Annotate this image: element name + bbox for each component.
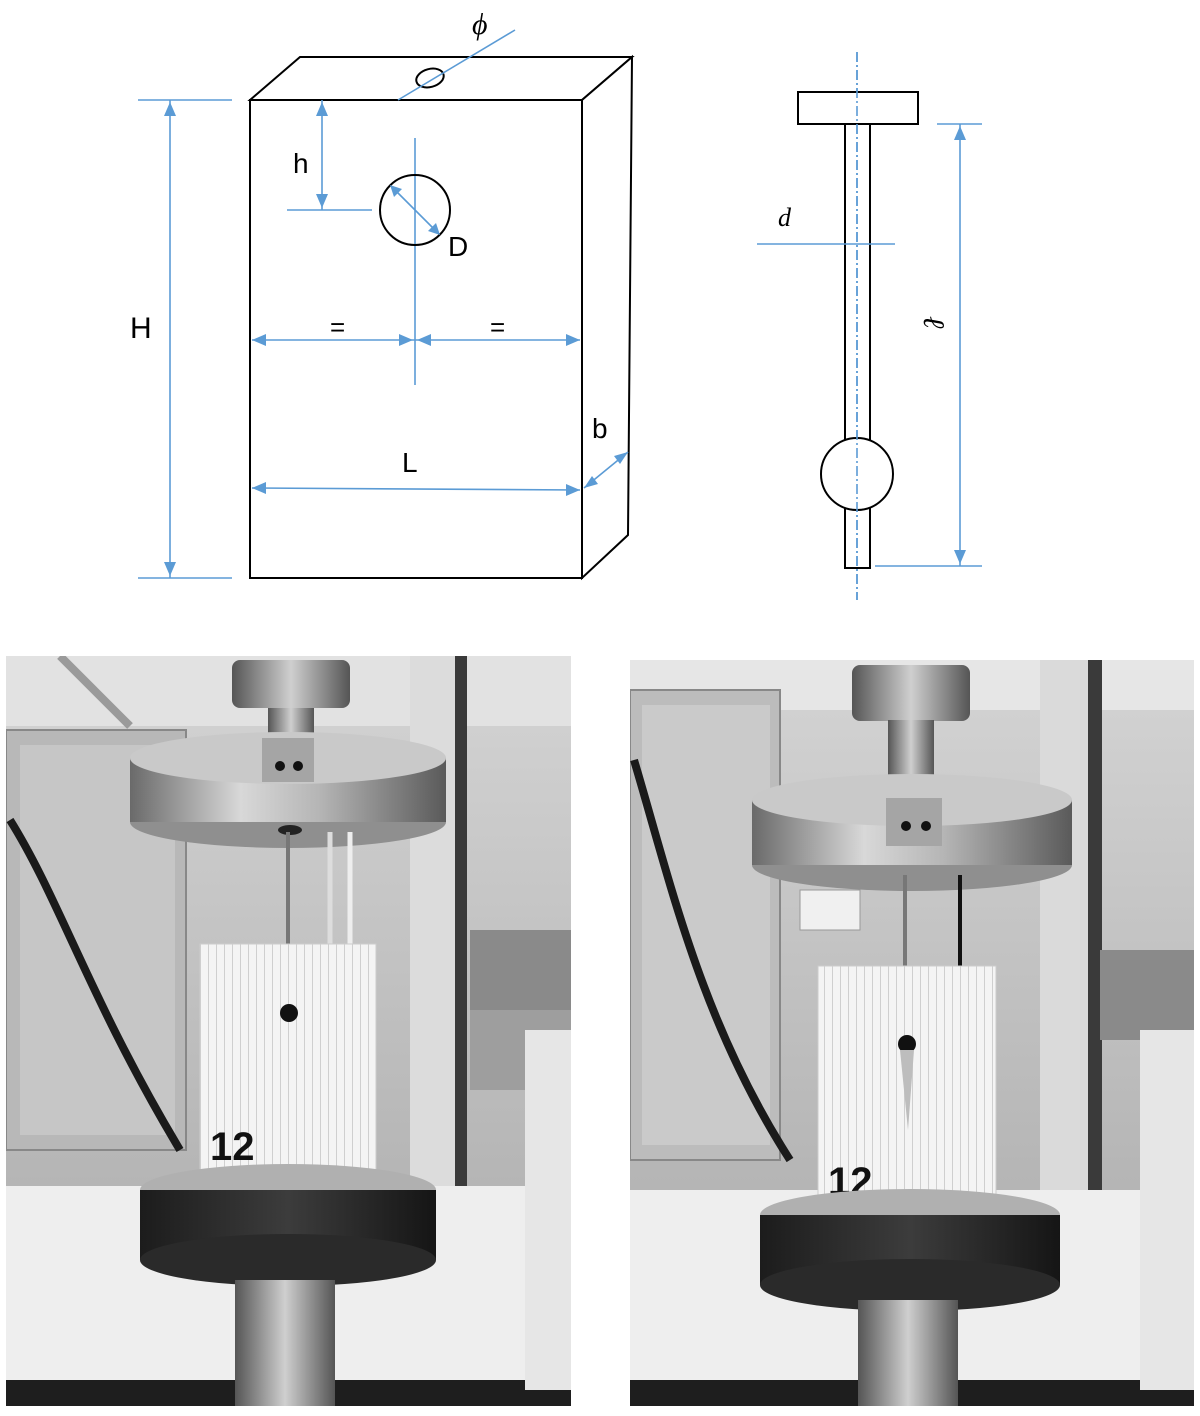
ell-label: ℓ — [917, 316, 950, 329]
equal-left-label: = — [330, 312, 345, 342]
ell-arrow-top — [954, 126, 966, 140]
d-arrow-start — [390, 185, 402, 197]
specimen-top-face — [247, 56, 635, 101]
L-label: L — [402, 447, 418, 478]
d-diameter-line — [391, 186, 439, 234]
L-dim-line — [251, 487, 581, 491]
ell-arrow-bottom — [954, 550, 966, 564]
pin-head — [797, 91, 919, 125]
eq-arrow-left — [252, 334, 266, 346]
photo-before-test: 12 — [6, 656, 571, 1406]
H-label: H — [130, 312, 152, 345]
b-label: b — [592, 413, 608, 444]
h-arrow-bottom — [316, 194, 328, 208]
eq-arrow-mid-right — [417, 334, 431, 346]
specimen-side-face — [581, 54, 634, 581]
top-hole — [415, 67, 445, 89]
d-label: d — [778, 203, 792, 232]
D-label: D — [448, 231, 468, 262]
specimen-drawing: ϕ D h H = = L — [130, 8, 635, 581]
d-arrow-end — [428, 223, 440, 235]
eq-arrow-right — [566, 334, 580, 346]
H-arrow-top — [164, 102, 176, 116]
h-label: h — [293, 148, 309, 179]
H-arrow-bottom — [164, 562, 176, 576]
photo-after-test: 12 — [630, 660, 1194, 1406]
phi-label: ϕ — [472, 8, 488, 41]
h-arrow-top — [316, 102, 328, 116]
left-specimen-number: 12 — [210, 1125, 255, 1169]
phi-leader-line — [397, 29, 516, 101]
b-arrow-top — [614, 452, 628, 464]
b-arrow-bottom — [584, 476, 598, 488]
L-arrow-left — [252, 482, 266, 494]
pin-drawing: d ℓ — [757, 52, 982, 600]
L-arrow-right — [566, 484, 580, 496]
eq-arrow-mid-left — [399, 334, 413, 346]
specimen-front-face — [249, 99, 583, 579]
circle-hole — [379, 174, 451, 246]
equal-right-label: = — [490, 312, 505, 342]
